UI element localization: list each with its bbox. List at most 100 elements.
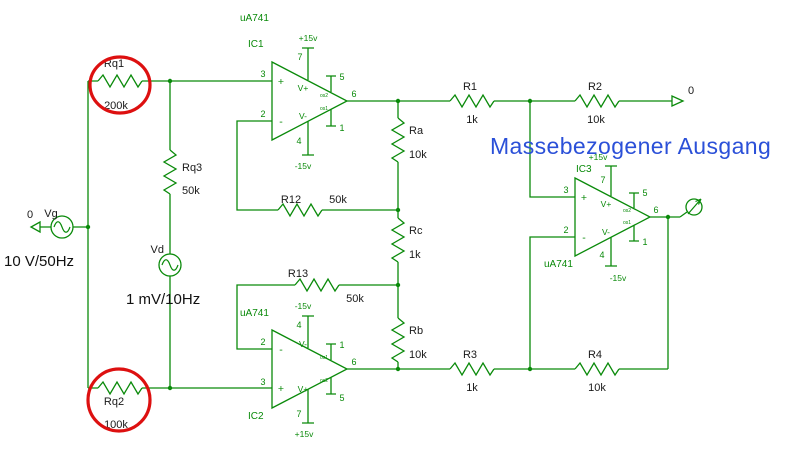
opamp-ic3[interactable]: IC3 +15v 7 3 2 + - V+ V- os2 os1 5 1 6 4… [544,152,659,283]
ic3-triangle [574,176,652,258]
wire-ic2-offset-stubs [326,343,336,395]
junction-dots [85,78,671,391]
ic2-pin1-label: 1 [339,340,344,350]
rq1-designator-label: Rq1 [104,58,124,70]
ic3-pin5-label: 5 [642,188,647,198]
output-terminal[interactable]: 0 [671,85,694,108]
junction-dot [395,207,401,213]
ic1-vee-label: -15v [295,161,312,171]
ic3-designator-label: IC3 [576,164,592,175]
ic3-os1-tiny-label: os1 [623,220,631,226]
resistor-r13[interactable]: R13 50k [288,268,364,305]
ic3-part-label: uA741 [544,259,573,270]
ic2-os2-tiny-label: os2 [320,378,328,384]
rq2-designator-label: Rq2 [104,396,124,408]
r12-value-label: 50k [329,194,347,206]
vd-sine-icon [161,259,179,271]
wire-ic2-feedback [236,284,398,350]
r13-zigzag [294,278,340,292]
r2-value-label: 10k [587,114,605,126]
rb-value-label: 10k [409,349,427,361]
resistor-r12[interactable]: R12 50k [277,194,347,217]
opamp-ic2[interactable]: uA741 IC2 -15v 4 2 3 - + V- V+ os1 os2 1… [240,301,357,439]
vd-symbol-circle [158,253,182,277]
ic1-part-label: uA741 [240,13,269,24]
ic2-plus-sign: + [278,383,284,395]
ra-value-label: 10k [409,149,427,161]
rc-value-label: 1k [409,249,421,261]
r4-zigzag [574,362,620,376]
r3-value-label: 1k [466,382,478,394]
junction-dot [167,385,173,391]
resistor-rb[interactable]: Rb 10k [391,317,427,363]
r4-value-label: 10k [588,382,606,394]
junction-dot [85,224,91,230]
wire-ic3-offset-stubs [629,192,639,242]
wire-ic1-feedback [236,120,398,211]
voltage-source-vg[interactable]: Vg 10 V/50Hz [4,208,74,270]
junction-dot [167,78,173,84]
resistor-rq3[interactable]: Rq3 50k [163,149,202,197]
ic1-vcc-label: +15v [299,33,318,43]
ic1-minus-sign: - [279,116,283,128]
r3-designator-label: R3 [463,349,477,361]
wire-ic3-power-stubs [605,165,617,267]
resistor-r2[interactable]: R2 10k [574,81,620,126]
resistor-rq1[interactable]: Rq1 200k [97,58,143,112]
resistor-ra[interactable]: Ra 10k [391,117,427,163]
wire-ic2-power-stubs [302,315,314,424]
junction-dot [395,366,401,372]
resistor-r1[interactable]: R1 1k [449,81,495,126]
r1-zigzag [449,94,495,108]
output-terminal-label: 0 [688,85,694,97]
r13-designator-label: R13 [288,268,308,280]
r2-designator-label: R2 [588,81,602,93]
ic3-vminus-label: V- [602,227,610,237]
voltage-source-vd[interactable]: Vd 1 mV/10Hz [126,244,200,308]
ic2-pin4-label: 4 [296,320,301,330]
resistor-rq2[interactable]: Rq2 100k [97,381,143,431]
ic2-pin2-label: 2 [260,337,265,347]
ra-zigzag [391,117,405,163]
r1-value-label: 1k [466,114,478,126]
ic3-vplus-label: V+ [601,199,612,209]
ic2-pin3-label: 3 [260,377,265,387]
ic2-vcc-label: +15v [295,429,314,439]
ic1-pin3-label: 3 [260,69,265,79]
highlight-circle-rq2 [86,367,152,433]
vd-value-label: 1 mV/10Hz [126,291,200,308]
rb-designator-label: Rb [409,325,423,337]
vg-symbol-circle [50,215,74,239]
vg-reference-terminal[interactable]: 0 [27,209,41,234]
vg-terminal-label: 0 [27,209,33,221]
ic1-pin5-label: 5 [339,72,344,82]
rq1-zigzag [97,74,143,88]
ic2-pin6-label: 6 [351,357,356,367]
rb-zigzag [391,317,405,363]
resistor-r3[interactable]: R3 1k [449,349,495,394]
resistor-r4[interactable]: R4 10k [574,349,620,394]
wires [40,47,688,424]
rq1-value-label: 200k [104,100,128,112]
ic3-vee-label: -15v [610,273,627,283]
ic3-pin4-label: 4 [599,250,604,260]
wire-ic1-power-stubs [302,47,314,156]
r2-zigzag [574,94,620,108]
ic2-triangle [271,328,349,410]
junction-dot [665,214,671,220]
opamp-ic1[interactable]: uA741 IC1 +15v 7 3 2 + - V+ V- os2 os1 5… [240,13,357,171]
vg-designator-label: Vg [44,208,57,220]
r4-designator-label: R4 [588,349,602,361]
voltmeter-arrow-icon [687,198,702,215]
ic3-pin6-label: 6 [653,205,658,215]
wire-ic3-output [650,211,688,218]
rq2-zigzag [97,381,143,395]
junction-dot [527,366,533,372]
voltmeter-probe[interactable] [685,198,703,216]
resistor-rc[interactable]: Rc 1k [391,217,423,263]
highlight-circle-rq1 [88,55,152,115]
wire-ic3-vplus-tap [529,101,575,198]
ic1-vminus-label: V- [299,111,307,121]
ic2-pin5-label: 5 [339,393,344,403]
